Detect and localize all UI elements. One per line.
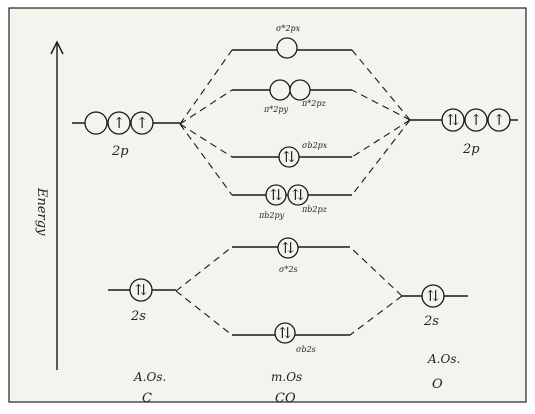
oxygen-2p-orbital-1: [441, 108, 465, 132]
sigma-star-2s-orbital: [277, 237, 299, 259]
correlation-lines: [175, 49, 411, 336]
pi-2py-orbital: [265, 184, 287, 206]
sigma-star-2s-label: σ*2s: [279, 265, 298, 274]
center-footer-top: m.Os: [271, 370, 302, 384]
electron-pair-arrows: ⇅: [270, 186, 283, 204]
oxygen-2p-label: 2p: [462, 142, 480, 157]
carbon-2p-orbitals: ↑ ↑ 2p: [72, 111, 180, 159]
mo-sigma-star-2s: ⇅ σ*2s: [232, 237, 350, 274]
link-c2p-pi-star: [179, 89, 233, 125]
sigma-2px-label: σb2px: [302, 141, 328, 150]
left-footer-top: A.Os.: [133, 370, 166, 384]
electron-pair-arrows: ⇅: [283, 148, 296, 166]
mo-sigma-star-2px: σ*2px: [232, 24, 352, 59]
sigma-2s-orbital: [274, 322, 296, 344]
oxygen-2p-orbital-3: [487, 108, 511, 132]
electron-pair-arrows: ⇅: [135, 281, 148, 299]
pi-star-2py-label: π*2py: [263, 105, 288, 114]
carbon-2p-orbital-empty: [84, 111, 108, 135]
oxygen-2s-orbital-circle: [421, 284, 445, 308]
link-o2p-sigma-star: [351, 49, 411, 121]
paper-sheet: [8, 7, 527, 403]
electron-pair-arrows: ⇅: [427, 287, 440, 305]
pi-star-2pz-label: π*2pz: [301, 99, 326, 108]
link-o2s-sigma: [349, 295, 403, 336]
link-c2p-sigma-star: [179, 49, 233, 125]
right-footer-top: A.Os.: [427, 352, 460, 366]
pi-star-2pz-orbital: [289, 79, 311, 101]
pi-2py-label: πb2py: [258, 211, 285, 220]
oxygen-2p-orbital-2: [464, 108, 488, 132]
carbon-2s-label: 2s: [130, 309, 146, 324]
electron-pair-arrows: ⇅: [279, 324, 292, 342]
electron-pair-arrows: ⇅: [282, 239, 295, 257]
carbon-2s-orbital-circle: [129, 278, 153, 302]
electron-up-arrow: ↑: [113, 114, 126, 132]
mo-sigma-2s: ⇅ σb2s: [232, 322, 350, 354]
electron-up-arrow: ↑: [493, 111, 506, 129]
sigma-2s-label: σb2s: [296, 345, 316, 354]
carbon-2p-orbital-2: [130, 111, 154, 135]
pi-2pz-orbital: [287, 184, 309, 206]
link-c2p-sigma: [179, 123, 233, 158]
center-footer-bottom: CO: [275, 391, 296, 406]
pi-star-2py-orbital: [269, 79, 291, 101]
carbon-2p-label: 2p: [111, 144, 129, 159]
carbon-2s-orbital: ⇅ 2s: [108, 278, 176, 324]
left-footer-bottom: C: [142, 391, 152, 406]
link-c2p-pi: [179, 123, 233, 196]
electron-up-arrow: ↑: [470, 111, 483, 129]
sigma-star-2px-label: σ*2px: [276, 24, 301, 33]
right-footer-bottom: O: [432, 377, 443, 392]
energy-axis-label: Energy: [34, 187, 49, 236]
link-o2p-pi-star: [351, 89, 411, 121]
oxygen-2p-orbitals: ⇅ ↑ ↑ 2p: [410, 108, 518, 157]
electron-up-arrow: ↑: [136, 114, 149, 132]
energy-axis-arrowhead: [50, 40, 64, 55]
mo-sigma-2px: ⇅ σb2px: [232, 141, 352, 168]
footer-labels: A.Os. C m.Os CO A.Os. O: [133, 352, 460, 406]
electron-pair-arrows: ⇅: [447, 111, 460, 129]
oxygen-2s-orbital: ⇅ 2s: [402, 284, 468, 329]
mo-pi-2p: ⇅ ⇅ πb2py πb2pz: [232, 184, 352, 220]
sigma-star-2px-orbital: [276, 37, 298, 59]
carbon-2p-orbital-1: [107, 111, 131, 135]
pi-2pz-label: πb2pz: [301, 205, 328, 214]
sigma-2px-orbital: [278, 146, 300, 168]
oxygen-2s-label: 2s: [423, 314, 439, 329]
electron-pair-arrows: ⇅: [292, 186, 305, 204]
mo-pi-star-2p: π*2py π*2pz: [232, 79, 352, 114]
link-o2p-pi: [351, 119, 411, 196]
